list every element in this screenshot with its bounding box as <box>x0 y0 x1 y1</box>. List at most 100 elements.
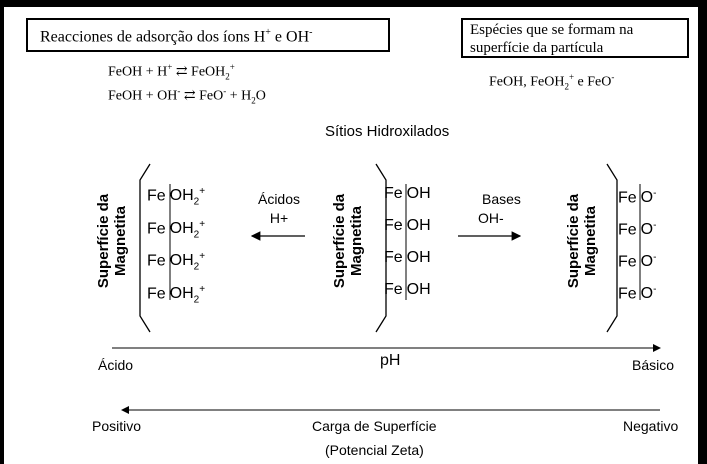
subscript: 2 <box>564 81 569 92</box>
charge-axis-left-label: Positivo <box>92 418 142 434</box>
group-label: OH <box>406 185 431 202</box>
superscript: - <box>653 220 657 231</box>
fe-label: Fe <box>147 252 166 270</box>
superscript: - <box>653 188 657 199</box>
fe-label: Fe <box>147 187 166 205</box>
group-label: O <box>640 285 654 303</box>
right-surface-label: Superfície da Magnetita <box>565 186 599 296</box>
r2-rhs2: + H <box>226 88 252 104</box>
group-label: OH <box>169 285 194 303</box>
species-box-line2: superfície da partícula <box>470 40 604 56</box>
species-list: FeOH, FeOH2+ e FeO- <box>489 72 614 91</box>
group-label: OH <box>169 220 194 238</box>
adsorption-reactions-box: Reacciones de adsorção dos íons H+ e OH- <box>26 18 390 52</box>
box-title-text: Reacciones de adsorção dos íons H <box>40 28 266 46</box>
right-surface-bracket <box>606 163 618 333</box>
superscript: + <box>568 72 575 82</box>
species-b: e FeO <box>574 74 612 90</box>
superscript: - <box>223 86 227 96</box>
subscript: 2 <box>193 294 200 306</box>
center-surface-label: Superfície da Magnetita <box>331 186 365 296</box>
equilibrium-arrow-icon: ⇄ <box>175 64 188 80</box>
base-label-line2: OH- <box>478 210 504 226</box>
superscript: - <box>309 27 313 38</box>
subscript: 2 <box>193 229 200 241</box>
superscript: - <box>611 72 615 82</box>
subscript: 2 <box>225 71 230 82</box>
center-surface-bracket <box>375 163 387 333</box>
group-label: O <box>640 253 654 271</box>
base-label-line1: Bases <box>482 191 521 207</box>
equilibrium-arrow-icon: ⇄ <box>183 88 196 104</box>
surface-label-line2: Magnetita <box>582 206 599 277</box>
fe-label: Fe <box>384 281 403 298</box>
superscript: - <box>653 252 657 263</box>
surface-label-line2: Magnetita <box>112 206 129 277</box>
fe-label: Fe <box>618 253 637 271</box>
group-label: OH <box>406 217 431 234</box>
group-label: O <box>640 221 654 239</box>
charge-axis-center-label-2: (Potencial Zeta) <box>325 442 424 458</box>
subscript: 2 <box>193 196 200 208</box>
acid-label-line2: H+ <box>269 210 289 226</box>
group-label: O <box>640 189 654 207</box>
surface-label-line1: Superfície da <box>331 193 348 289</box>
species-box-line1: Espécies que se formam na <box>470 22 634 38</box>
group-label: OH <box>169 187 194 205</box>
superscript: + <box>167 62 173 72</box>
group-label: OH <box>406 249 431 266</box>
fe-label: Fe <box>147 220 166 238</box>
surface-label-line1: Superfície da <box>565 193 582 289</box>
r1-rhs: FeOH <box>187 64 226 80</box>
superscript: + <box>199 219 206 230</box>
surface-label-line1: Superfície da <box>95 193 112 289</box>
fe-label: Fe <box>384 185 403 202</box>
box-title-text-2: e OH <box>270 28 310 46</box>
fe-label: Fe <box>384 217 403 234</box>
fe-label: Fe <box>618 285 637 303</box>
group-label: OH <box>406 281 431 298</box>
acid-label-line1: Ácidos <box>257 191 301 207</box>
fe-label: Fe <box>618 189 637 207</box>
superscript: - <box>177 86 181 96</box>
r2-rhs: FeO <box>195 88 224 104</box>
superscript: + <box>199 251 206 262</box>
reaction-1: FeOH + H+ ⇄ FeOH2+ <box>108 62 235 81</box>
base-arrow-label: Bases OH- <box>478 190 521 228</box>
ph-axis-left-label: Ácido <box>98 357 134 373</box>
superscript: + <box>199 186 206 197</box>
fe-label: Fe <box>618 221 637 239</box>
superscript: + <box>199 284 206 295</box>
superscript: - <box>653 284 657 295</box>
r2-rhs2-end: O <box>255 88 266 104</box>
fe-label: Fe <box>384 249 403 266</box>
superscript: + <box>265 27 271 38</box>
hydroxylated-sites-title: Sítios Hidroxilados <box>325 123 450 140</box>
r1-lhs: FeOH + H <box>108 64 168 80</box>
group-label: OH <box>169 252 194 270</box>
ph-axis-center-label: pH <box>380 352 401 369</box>
charge-axis-center-label: Carga de Superfície <box>312 418 437 434</box>
left-surface-bracket <box>139 163 151 333</box>
surface-species-box: Espécies que se formam na superfície da … <box>461 18 689 58</box>
acid-arrow-label: Ácidos H+ <box>256 190 302 228</box>
superscript: + <box>229 62 235 72</box>
charge-axis-right-label: Negativo <box>623 418 679 434</box>
species-a: FeOH, FeOH <box>489 74 565 90</box>
r2-lhs: FeOH + OH <box>108 88 178 104</box>
subscript: 2 <box>251 95 256 106</box>
reaction-2: FeOH + OH- ⇄ FeO- + H2O <box>108 86 266 105</box>
ph-axis-right-label: Básico <box>632 357 675 373</box>
